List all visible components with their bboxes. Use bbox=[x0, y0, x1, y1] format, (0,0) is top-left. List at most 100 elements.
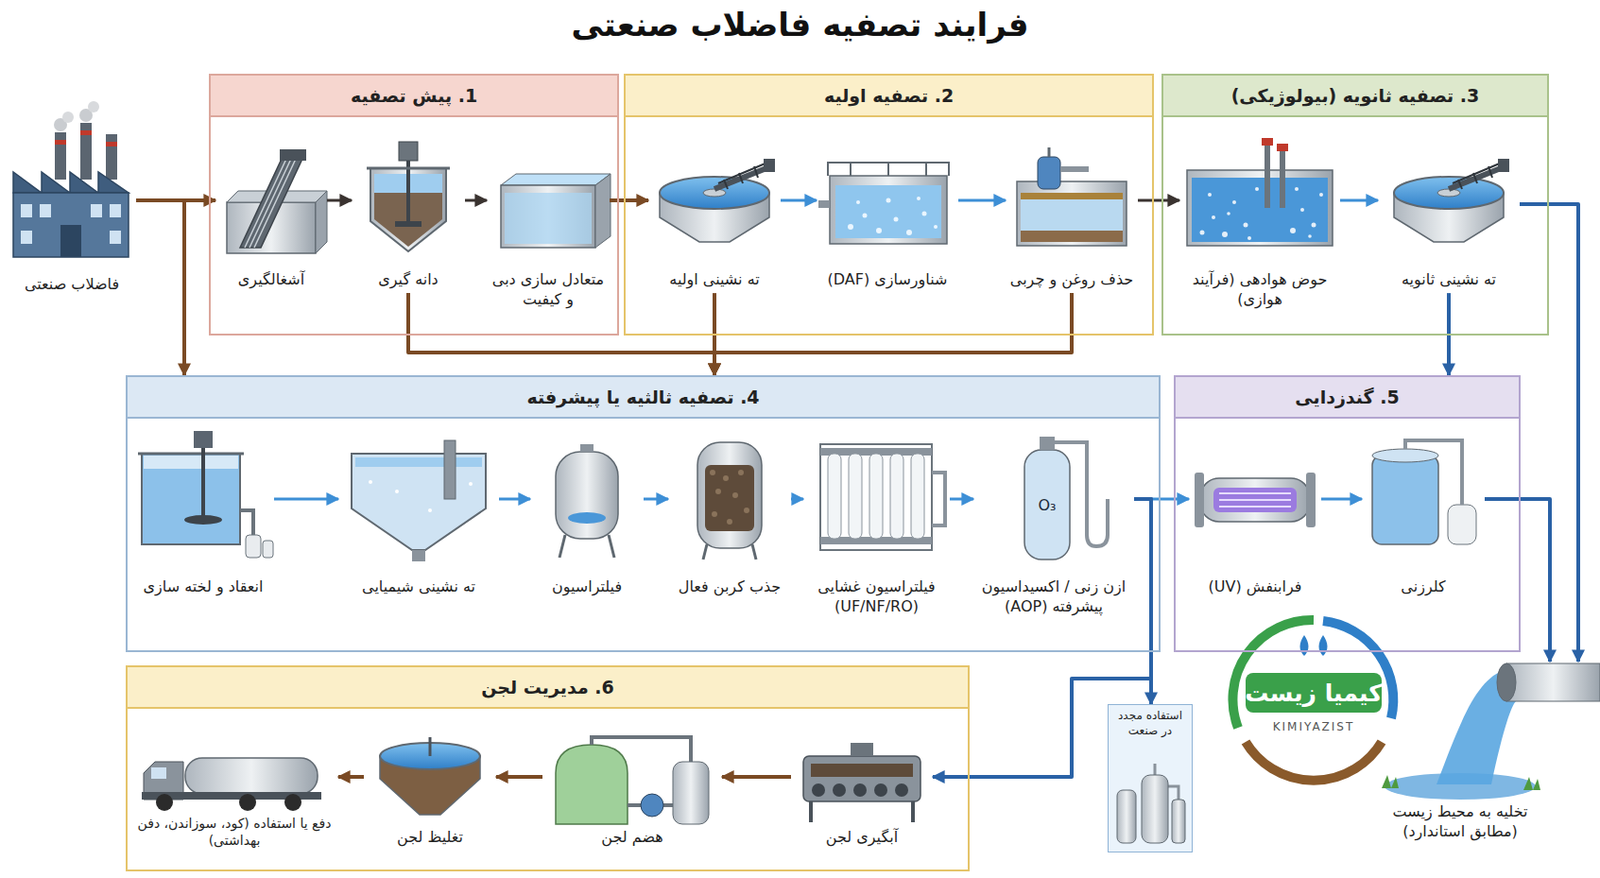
process-step: تخلیه به محیط زیست (مطابق استاندارد) bbox=[1351, 661, 1598, 845]
flow-arrow bbox=[791, 498, 804, 501]
watermark-logo bbox=[1245, 741, 1382, 781]
chemical-settler-icon bbox=[368, 480, 473, 513]
flow-arrow bbox=[274, 498, 339, 501]
coagulation-tank-icon bbox=[201, 447, 206, 518]
carbon-vessel-icon bbox=[703, 544, 757, 560]
belt-press-icon bbox=[811, 783, 909, 797]
chemical-settler-icon bbox=[428, 508, 432, 513]
daf-tank-icon bbox=[876, 227, 882, 234]
flow-arrow bbox=[1134, 498, 1152, 705]
equalization-tank-icon bbox=[500, 173, 611, 248]
flow-arrow bbox=[1484, 498, 1550, 662]
coagulation-tank-icon bbox=[262, 540, 274, 558]
band-header: 1. پیش تصفیه bbox=[210, 75, 618, 118]
grit-chamber-icon bbox=[398, 141, 418, 161]
band-title: 4. تصفیه ثالثیه یا پیشرفته bbox=[526, 386, 759, 408]
grit-chamber-icon bbox=[366, 167, 450, 171]
coagulation-tank-icon bbox=[137, 430, 274, 558]
truck-icon bbox=[151, 767, 167, 779]
step-label: دانه گیری bbox=[355, 269, 462, 290]
sand-filter-icon bbox=[555, 444, 619, 558]
aeration-tank-icon bbox=[1307, 234, 1312, 239]
clarifier-icon bbox=[1448, 166, 1506, 190]
oil-skimmer-icon bbox=[1016, 147, 1127, 246]
step-label: ازن زنی / اکسیداسیون پیشرفته (AOP) bbox=[977, 576, 1131, 617]
step-label: هضم لجن bbox=[546, 826, 719, 847]
step-label: فیلتراسیون غشایی (UF/NF/RO) bbox=[807, 576, 947, 617]
bar-screen-icon bbox=[226, 149, 327, 254]
carbon-vessel-icon bbox=[697, 442, 762, 560]
coagulation-tank-icon bbox=[184, 515, 223, 525]
process-step: ته نشینی اولیه bbox=[648, 141, 781, 293]
chlorination-tank-icon bbox=[1447, 504, 1477, 545]
coagulation-tank-icon bbox=[245, 534, 261, 558]
ozone-generator-icon bbox=[1024, 436, 1108, 560]
clarifier-icon bbox=[1393, 158, 1510, 242]
aeration-tank-icon bbox=[1311, 223, 1317, 228]
reuse-panel bbox=[1107, 704, 1193, 853]
clarifier-icon bbox=[763, 158, 775, 173]
daf-tank-icon bbox=[818, 162, 949, 244]
coagulation-tank-icon bbox=[193, 430, 213, 448]
coagulation-tank-icon bbox=[141, 453, 241, 545]
step-label: فرابنفش (UV) bbox=[1192, 576, 1318, 597]
daf-tank-icon bbox=[835, 185, 942, 239]
oil-skimmer-icon bbox=[1016, 181, 1127, 246]
flow-arrow bbox=[958, 199, 1006, 203]
discharge-outfall bbox=[1381, 663, 1600, 800]
ozone-generator-icon bbox=[1054, 442, 1108, 547]
bar-screen-icon bbox=[240, 158, 303, 248]
daf-tank-icon bbox=[933, 224, 938, 229]
daf-tank-icon bbox=[922, 211, 928, 217]
flow-arrow bbox=[1321, 498, 1362, 501]
aeration-tank-icon bbox=[1264, 141, 1271, 208]
chemical-settler-icon bbox=[351, 440, 486, 562]
digester-icon bbox=[672, 761, 709, 825]
aeration-tank-icon bbox=[1243, 223, 1249, 228]
aeration-tank-icon bbox=[1221, 231, 1228, 238]
belt-press-icon bbox=[894, 783, 909, 797]
sand-filter-icon bbox=[555, 451, 619, 539]
clarifier-icon bbox=[659, 158, 775, 242]
band-title: 3. تصفیه ثانویه (بیولوژیکی) bbox=[1231, 85, 1480, 106]
membrane-rack-icon bbox=[890, 453, 904, 539]
reuse-panel bbox=[1141, 774, 1169, 844]
reuse-panel bbox=[1107, 704, 1193, 853]
aeration-tank-icon bbox=[1279, 147, 1286, 208]
ozone-generator-icon bbox=[1024, 449, 1070, 560]
carbon-vessel-icon bbox=[711, 511, 718, 517]
watermark-logo bbox=[1232, 619, 1394, 781]
step-label: فیلتراسیون bbox=[533, 576, 640, 597]
aeration-tank-icon bbox=[1226, 211, 1231, 216]
digester-icon bbox=[640, 793, 664, 817]
step-label: آشغالگیری bbox=[219, 269, 324, 290]
equalization-tank-icon bbox=[504, 192, 592, 244]
truck-icon bbox=[141, 757, 322, 811]
diagram-title: فرایند تصفیه فاضلاب صنعتی bbox=[0, 5, 1600, 44]
clarifier-icon bbox=[703, 189, 726, 197]
process-step: متعادل سازی دبی و کیفیت bbox=[486, 141, 610, 313]
factory-icon bbox=[109, 230, 121, 244]
uv-reactor-icon bbox=[1200, 478, 1310, 522]
discharge-outfall bbox=[1496, 663, 1516, 702]
step-label: حوض هوادهی (فرآیند هوازی) bbox=[1183, 269, 1337, 310]
truck-icon bbox=[155, 793, 173, 811]
uv-reactor-icon bbox=[1194, 472, 1316, 528]
step-label: ته نشینی ثانویه bbox=[1381, 269, 1516, 290]
oil-skimmer-icon bbox=[1037, 156, 1061, 190]
step-label: تخلیه به محیط زیست (مطابق استاندارد) bbox=[1370, 801, 1550, 842]
flow-arrow bbox=[949, 498, 974, 501]
stage-band: 5. گندزداییفرابنفش (UV)کلرزنی bbox=[1173, 375, 1521, 653]
truck-icon bbox=[185, 757, 318, 794]
thickener-icon bbox=[379, 737, 481, 815]
aeration-tank-icon bbox=[1300, 207, 1305, 212]
process-step: حوض هوادهی (فرآیند هوازی) bbox=[1179, 141, 1341, 313]
belt-press-icon bbox=[811, 783, 826, 797]
belt-press-icon bbox=[810, 763, 913, 777]
factory-icon bbox=[105, 134, 118, 180]
process-step: آبگیری لجن bbox=[791, 727, 933, 851]
process-step: آشغالگیری bbox=[215, 141, 327, 293]
flow-arrow bbox=[643, 498, 669, 501]
chemical-formula: O₃ bbox=[1037, 496, 1056, 515]
